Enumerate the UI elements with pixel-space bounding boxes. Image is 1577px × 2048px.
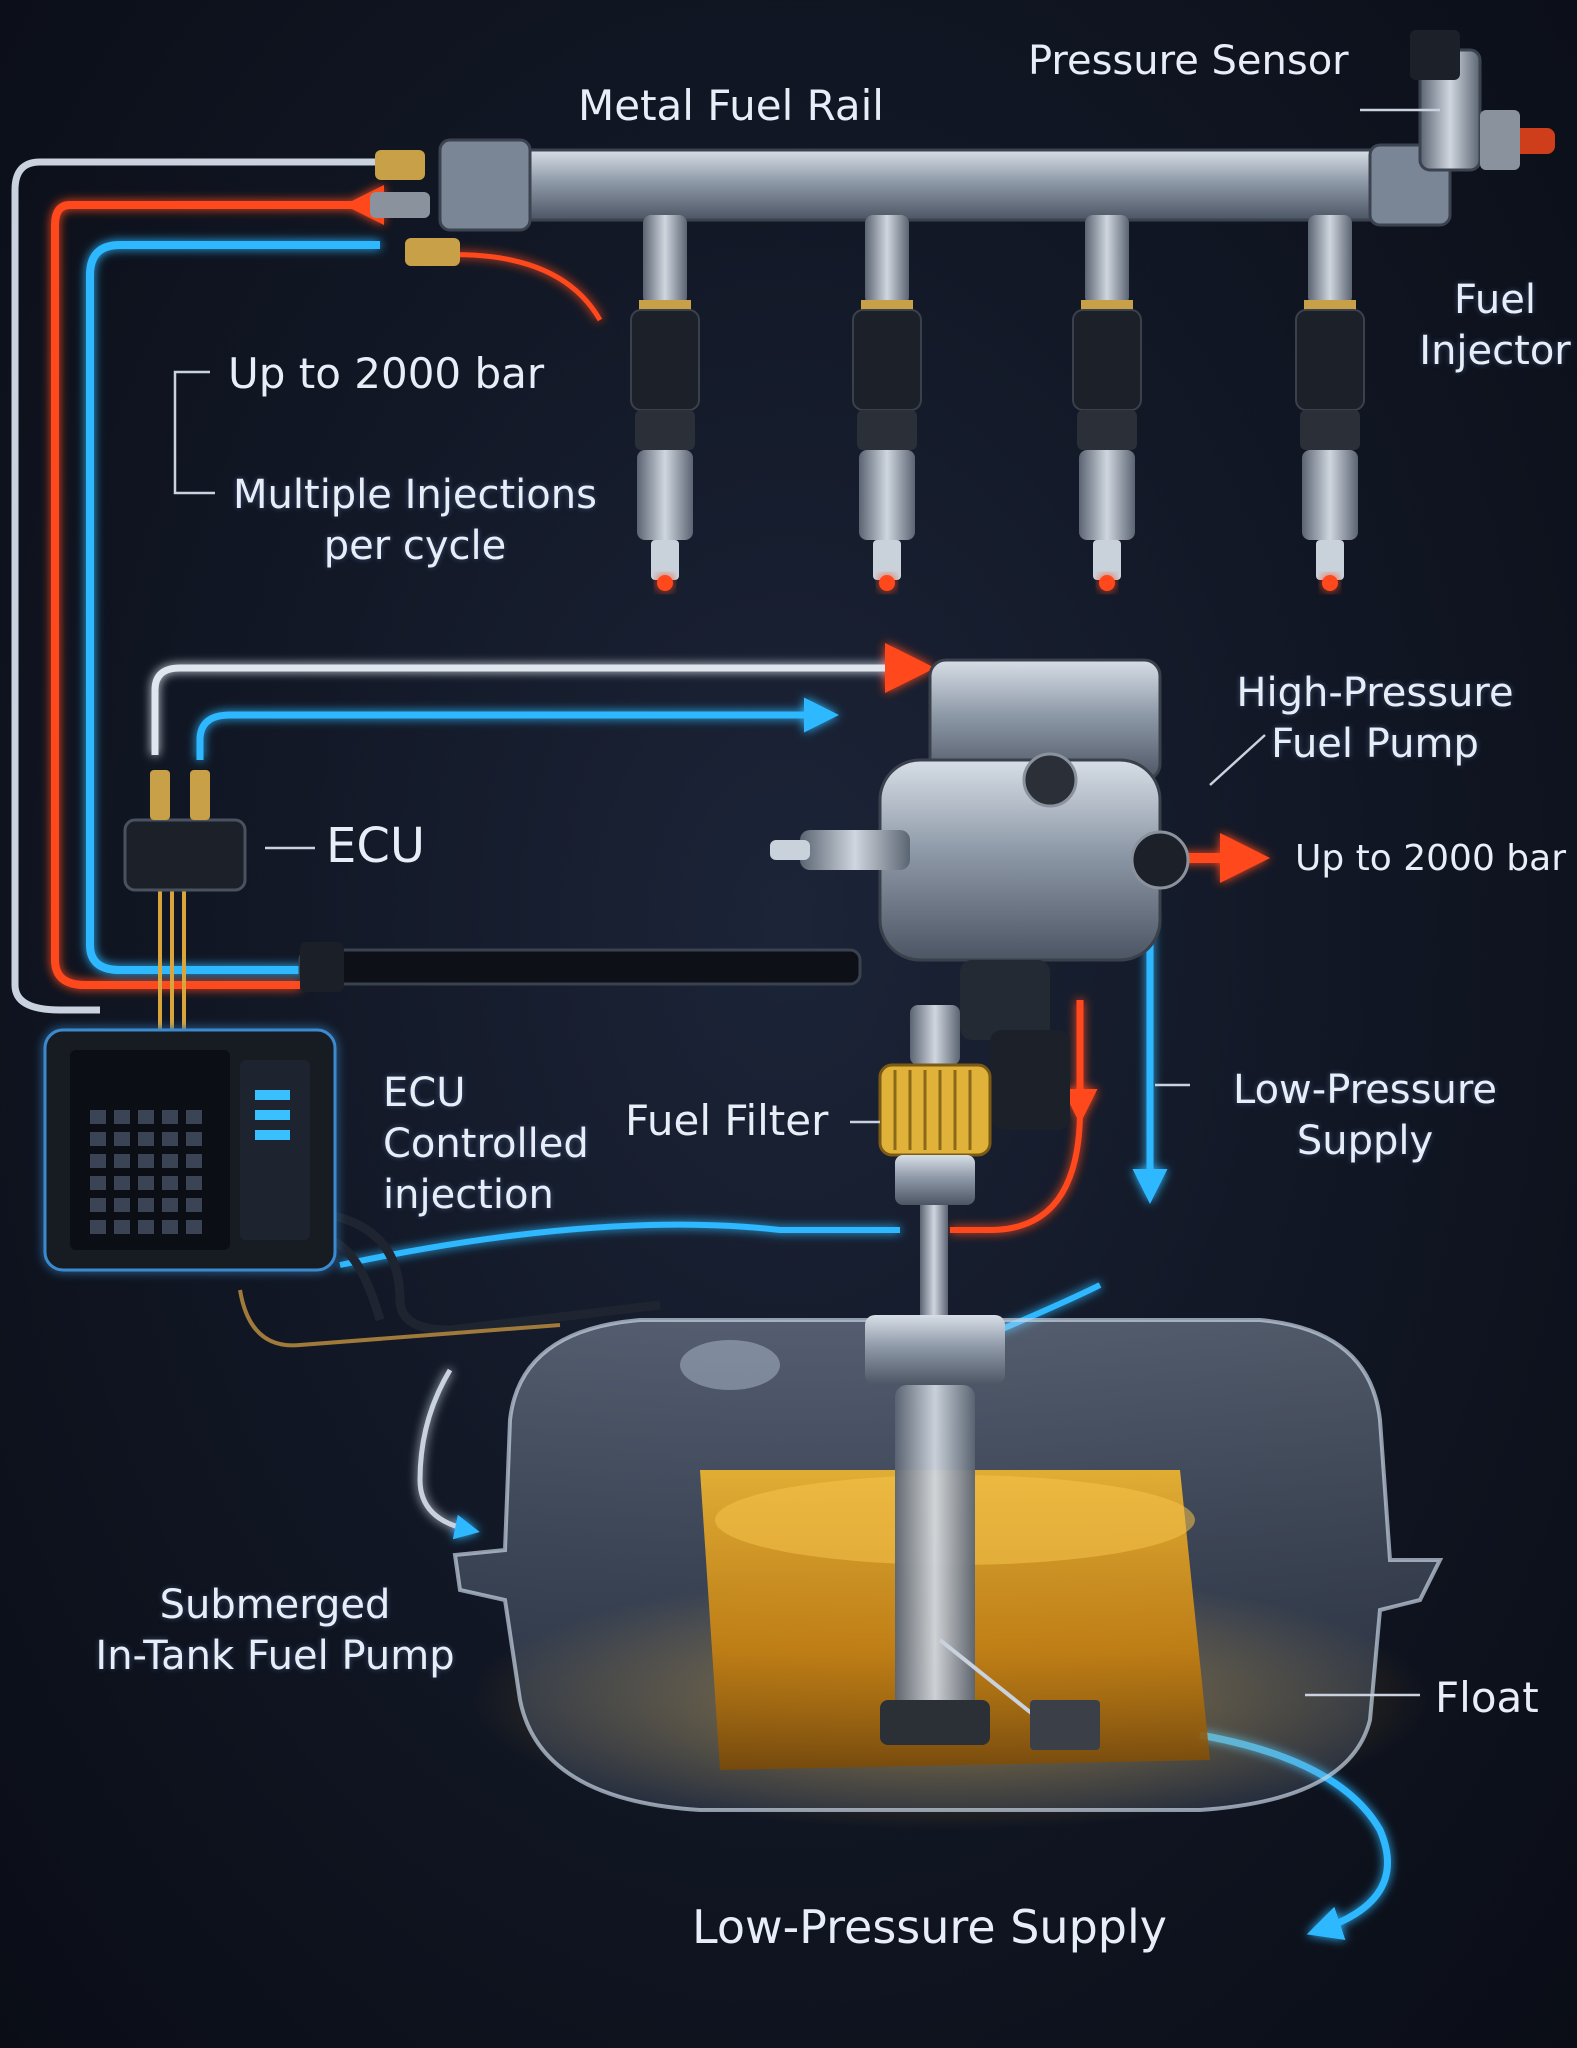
ecu-key — [186, 1154, 202, 1168]
ecu-key — [186, 1220, 202, 1234]
label-fuel-filter: Fuel Filter — [625, 1096, 829, 1145]
ecu-key — [114, 1220, 130, 1234]
ecu-key — [114, 1176, 130, 1190]
label-fuel-rail: Metal Fuel Rail — [578, 81, 884, 130]
ecu-key — [114, 1154, 130, 1168]
ecu-key — [114, 1132, 130, 1146]
ecu-key — [90, 1154, 106, 1168]
ecu-icon — [43, 1028, 337, 1272]
fuel-injector-icon — [852, 215, 922, 591]
leader-lines — [173, 108, 1440, 1697]
ecu-key — [162, 1176, 178, 1190]
ecu-key — [138, 1132, 154, 1146]
fuel-injector-icon — [630, 215, 700, 591]
label-float: Float — [1435, 1673, 1539, 1722]
ecu-key — [138, 1154, 154, 1168]
ecu-key — [114, 1110, 130, 1124]
black-hose — [298, 942, 862, 992]
ecu-key — [162, 1110, 178, 1124]
label-ecu-connector: ECU — [326, 818, 425, 874]
ecu-key — [138, 1220, 154, 1234]
fuel-filter-icon — [878, 1005, 992, 1325]
label-hp-pump: High-Pressure Fuel Pump — [1236, 670, 1514, 768]
fuel-rail — [438, 138, 1452, 232]
fuel-injector-group — [630, 215, 1365, 591]
label-low-pressure-supply-bottom: Low-Pressure Supply — [692, 1900, 1167, 1954]
label-multiple-injections: Multiple Injections per cycle — [233, 472, 597, 570]
rail-fittings — [370, 128, 1555, 266]
label-low-pressure-supply: Low-Pressure Supply — [1232, 1067, 1497, 1165]
ecu-key — [90, 1198, 106, 1212]
label-ecu-controlled: ECU Controlled injection — [383, 1070, 589, 1219]
ecu-key — [138, 1198, 154, 1212]
ecu-key — [186, 1110, 202, 1124]
fuel-injector-icon — [1295, 215, 1365, 591]
ecu-key — [90, 1110, 106, 1124]
ecu-key — [162, 1132, 178, 1146]
ecu-key — [90, 1176, 106, 1190]
ecu-key — [138, 1176, 154, 1190]
ecu-key — [162, 1198, 178, 1212]
in-tank-pump-icon — [865, 1315, 1005, 1745]
ecu-key — [162, 1154, 178, 1168]
ecu-key — [186, 1176, 202, 1190]
label-rail-pressure: Up to 2000 bar — [228, 349, 545, 398]
ecu-key — [138, 1110, 154, 1124]
return-line — [11, 158, 385, 1014]
float-icon — [938, 1638, 1100, 1750]
ecu-connector-icon — [123, 770, 247, 892]
ecu-harness — [158, 880, 186, 1030]
label-pump-output-pressure: Up to 2000 bar — [1295, 838, 1566, 879]
fuel-injector-icon — [1072, 215, 1142, 591]
label-in-tank-pump: Submerged In-Tank Fuel Pump — [95, 1582, 455, 1680]
label-pressure-sensor: Pressure Sensor — [1028, 38, 1349, 84]
ecu-key — [186, 1132, 202, 1146]
fuel-pump-icon — [770, 658, 1190, 1130]
label-fuel-injector: Fuel Injector — [1419, 277, 1571, 375]
ecu-key — [90, 1132, 106, 1146]
pressure-sensor-icon — [1410, 30, 1520, 172]
ecu-key — [90, 1220, 106, 1234]
ecu-key — [162, 1220, 178, 1234]
ecu-key — [114, 1198, 130, 1212]
ecu-key — [186, 1198, 202, 1212]
high-pressure-line — [51, 185, 1270, 1233]
ecu-keypad — [90, 1110, 202, 1234]
